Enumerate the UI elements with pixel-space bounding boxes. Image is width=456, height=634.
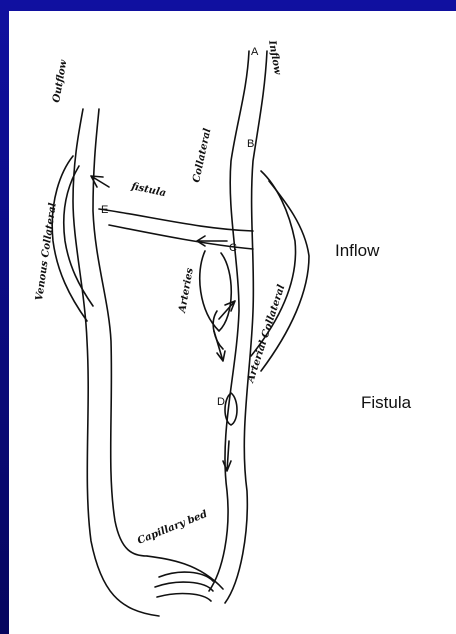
point-d-label: D bbox=[217, 396, 225, 408]
point-d-ellipse bbox=[225, 393, 237, 425]
outflow-label: Outflow bbox=[51, 59, 69, 104]
arteries-arrow bbox=[219, 301, 235, 319]
artery-left-wall bbox=[209, 51, 249, 591]
arteries-loop bbox=[200, 251, 232, 331]
diagram-panel: A B C D E Outflow Inflow Collateral fist… bbox=[9, 11, 456, 634]
artery-right-wall bbox=[225, 51, 267, 603]
collateral-label: Collateral bbox=[191, 127, 213, 184]
venous-collateral-inner bbox=[64, 166, 93, 306]
arteries-label: Arteries bbox=[177, 267, 196, 315]
point-c-label: C bbox=[229, 242, 237, 254]
inflow-heading: Inflow bbox=[335, 241, 379, 261]
point-a-label: A bbox=[251, 46, 259, 58]
fistula-diagram: A B C D E Outflow Inflow Collateral fist… bbox=[9, 11, 456, 634]
venous-collateral-vessel bbox=[52, 156, 87, 321]
inflow-vessel-label: Inflow bbox=[266, 39, 283, 76]
fistula-heading: Fistula bbox=[361, 393, 411, 413]
point-e-label: E bbox=[101, 204, 108, 216]
capillary-bed-lines bbox=[155, 572, 213, 601]
fistula-vessel-label: fistula bbox=[129, 181, 167, 199]
point-b-label: B bbox=[247, 138, 254, 150]
capillary-bed-label: Capillary bed bbox=[136, 509, 209, 547]
